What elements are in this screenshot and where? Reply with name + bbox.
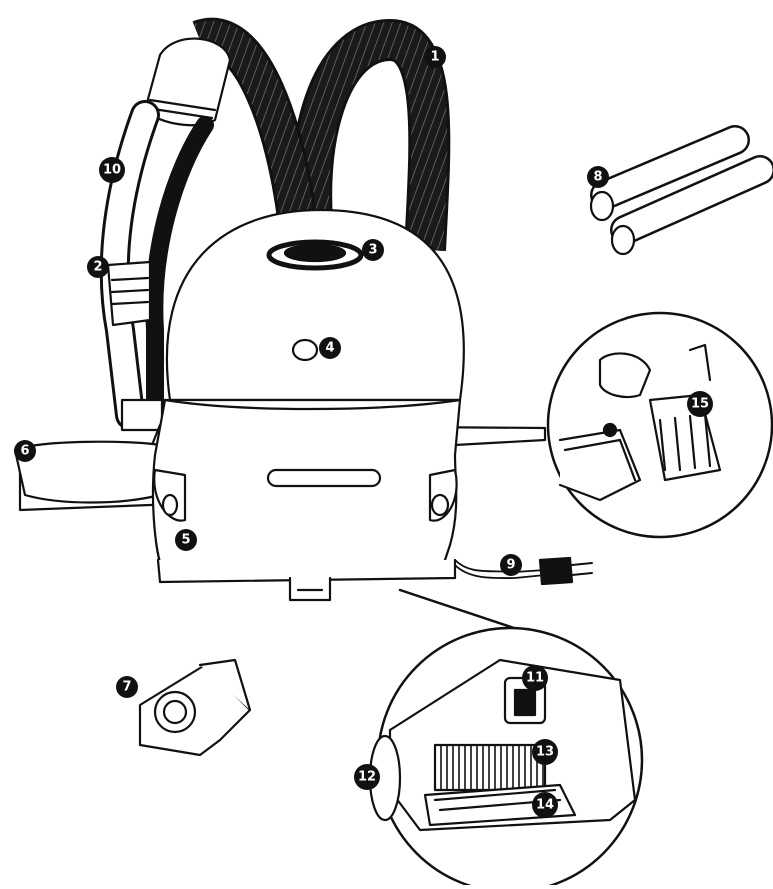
handle-tube <box>99 100 214 432</box>
svg-text:13: 13 <box>536 745 554 760</box>
svg-text:8: 8 <box>593 170 602 185</box>
callout-6: 6 <box>14 440 36 462</box>
svg-text:1: 1 <box>430 50 439 65</box>
callout-1: 1 <box>424 46 446 68</box>
svg-text:9: 9 <box>506 558 515 573</box>
callout-11: 11 <box>522 665 548 691</box>
power-cord <box>454 556 593 586</box>
callout-13: 13 <box>532 739 558 765</box>
callout-5: 5 <box>175 529 197 551</box>
svg-text:3: 3 <box>368 243 377 258</box>
svg-text:11: 11 <box>526 671 544 686</box>
callout-8: 8 <box>587 166 609 188</box>
svg-text:10: 10 <box>103 163 121 178</box>
callout-3: 3 <box>362 239 384 261</box>
cord-compartment-inset <box>368 588 644 889</box>
svg-text:14: 14 <box>536 798 554 813</box>
svg-text:12: 12 <box>358 770 376 785</box>
callout-7: 7 <box>116 676 138 698</box>
callout-2: 2 <box>87 256 109 278</box>
callout-10: 10 <box>99 157 125 183</box>
svg-text:6: 6 <box>20 444 29 459</box>
extension-tubes <box>589 125 773 256</box>
callouts: 1 2 3 4 5 6 7 8 9 10 11 12 13 14 15 <box>14 46 713 818</box>
vacuum-body <box>13 208 547 602</box>
svg-text:2: 2 <box>93 260 102 275</box>
callout-12: 12 <box>354 764 380 790</box>
dust-bag <box>138 658 252 757</box>
hose <box>143 17 451 253</box>
callout-14: 14 <box>532 792 558 818</box>
filter-compartment-inset <box>546 311 773 539</box>
svg-text:7: 7 <box>122 680 131 695</box>
svg-text:4: 4 <box>325 341 334 356</box>
callout-15: 15 <box>687 391 713 417</box>
svg-text:15: 15 <box>691 397 709 412</box>
svg-text:5: 5 <box>181 533 190 548</box>
callout-9: 9 <box>500 554 522 576</box>
callout-4: 4 <box>319 337 341 359</box>
